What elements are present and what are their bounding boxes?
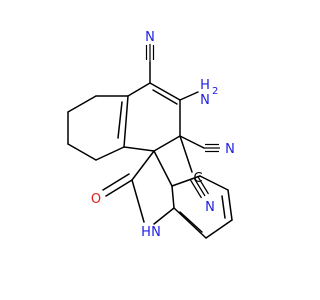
amino-subscript-label: 2 [212,86,218,97]
nitrile-lower [179,135,210,199]
benzene-ring [171,175,233,239]
nitrile-right-nitrogen-label: N [225,142,235,157]
cyclohexene-ring [67,95,129,161]
amino-hydrogen-label: H [200,78,210,93]
lactam-hydrogen-label: H [141,225,151,240]
amino-bond [179,91,199,101]
methyl-carbon-label: C [193,171,202,186]
dihydro-ring [123,82,181,152]
oxindole-ring [131,150,175,225]
carbonyl [102,173,133,197]
nitrile-lower-nitrogen-label: N [205,200,215,215]
nitrile-top [145,44,155,84]
lactam-nitrogen-label: N [151,225,161,240]
carbonyl-oxygen-label: O [91,192,101,207]
nitrile-right [179,135,220,153]
amino-nitrogen-label: N [200,93,210,108]
molecule-structure: N N H 2 N C N O N H [67,30,235,240]
nitrile-top-nitrogen-label: N [145,30,155,45]
